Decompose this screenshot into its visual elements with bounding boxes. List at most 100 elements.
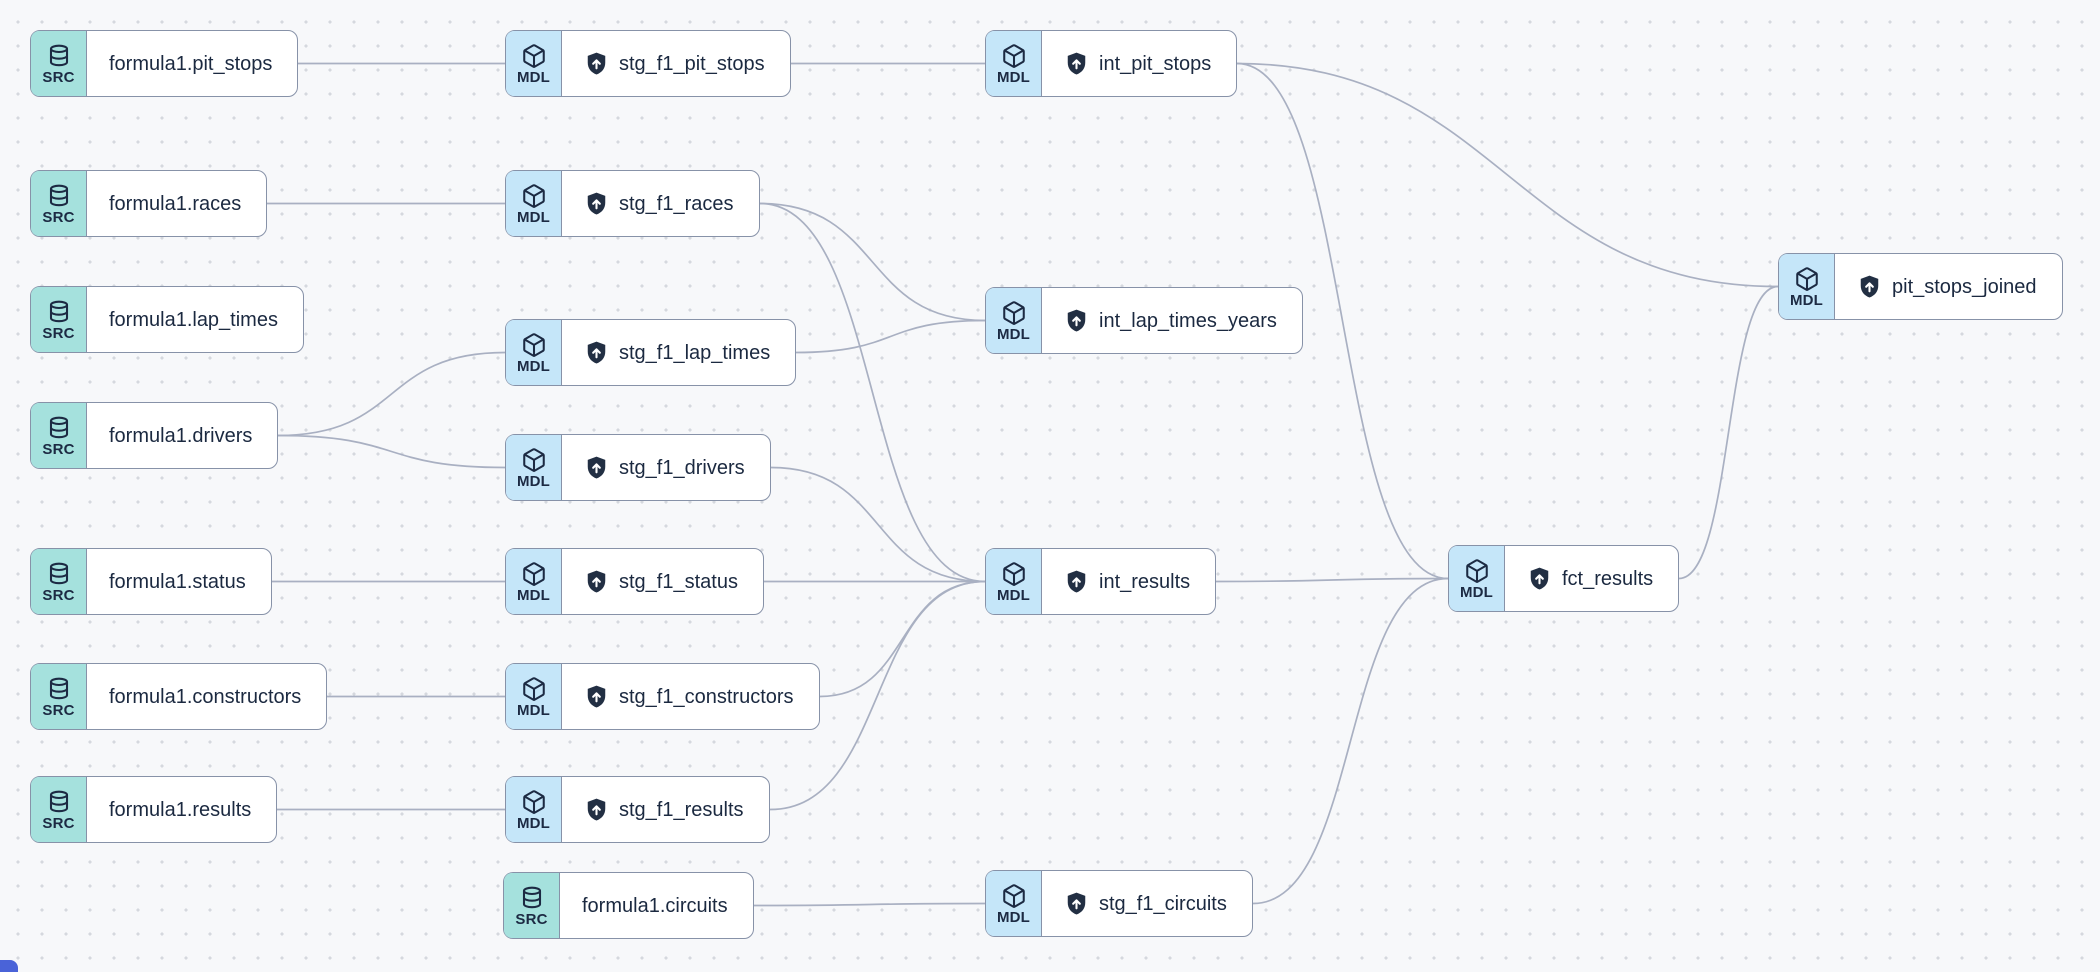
node-type-badge: MDL [1449, 546, 1505, 611]
node-body: int_pit_stops [1042, 31, 1236, 96]
shield-arrow-icon [1857, 274, 1882, 299]
node-label: formula1.drivers [109, 424, 253, 447]
edge-int_pit_stops-pit_stops_joined [1236, 62, 1779, 288]
node-label: formula1.constructors [109, 685, 302, 708]
node-int_lap_times_years[interactable]: MDL int_lap_times_years [985, 287, 1303, 354]
node-label: stg_f1_results [619, 798, 744, 821]
node-type-badge: SRC [31, 777, 87, 842]
node-stg_f1_status[interactable]: MDL stg_f1_status [505, 548, 764, 615]
node-stg_f1_lap_times[interactable]: MDL stg_f1_lap_times [505, 319, 797, 386]
node-stg_f1_circuits[interactable]: MDL stg_f1_circuits [985, 870, 1253, 937]
node-body: formula1.lap_times [87, 287, 303, 352]
database-icon [46, 676, 72, 702]
cube-icon [521, 676, 547, 702]
node-type-label: SRC [42, 440, 75, 458]
node-type-label: MDL [996, 325, 1031, 343]
database-icon [46, 415, 72, 441]
database-icon [46, 183, 72, 209]
node-src_circuits[interactable]: SRC formula1.circuits [503, 872, 754, 939]
edge-src_drivers-stg_f1_drivers [277, 434, 506, 469]
node-type-label: MDL [1789, 291, 1824, 309]
node-int_pit_stops[interactable]: MDL int_pit_stops [985, 30, 1238, 97]
node-src_constructors[interactable]: SRC formula1.constructors [30, 663, 328, 730]
cube-icon [1001, 300, 1027, 326]
node-type-label: MDL [516, 586, 551, 604]
node-body: formula1.circuits [560, 873, 753, 938]
node-body: stg_f1_circuits [1042, 871, 1252, 936]
edge-src_drivers-stg_f1_lap_times [277, 351, 506, 437]
node-body: int_lap_times_years [1042, 288, 1302, 353]
node-label: pit_stops_joined [1892, 275, 2037, 298]
node-src_drivers[interactable]: SRC formula1.drivers [30, 402, 279, 469]
node-type-label: MDL [996, 586, 1031, 604]
node-type-label: SRC [515, 910, 548, 928]
node-body: formula1.races [87, 171, 266, 236]
edge-stg_f1_lap_times-int_lap_times_years [795, 319, 986, 354]
shield-arrow-icon [584, 340, 609, 365]
node-stg_f1_pit_stops[interactable]: MDL stg_f1_pit_stops [505, 30, 791, 97]
node-type-label: MDL [516, 68, 551, 86]
node-body: pit_stops_joined [1835, 254, 2062, 319]
node-body: stg_f1_pit_stops [562, 31, 790, 96]
node-label: stg_f1_constructors [619, 685, 794, 708]
cube-icon [521, 332, 547, 358]
node-type-label: SRC [42, 586, 75, 604]
node-src_status[interactable]: SRC formula1.status [30, 548, 272, 615]
cube-icon [1464, 558, 1490, 584]
shield-arrow-icon [584, 684, 609, 709]
node-stg_f1_drivers[interactable]: MDL stg_f1_drivers [505, 434, 771, 501]
flow-controls-button[interactable] [0, 960, 18, 972]
edge-stg_f1_circuits-fct_results [1252, 577, 1449, 905]
node-body: formula1.status [87, 549, 271, 614]
edge-src_circuits-stg_f1_circuits [753, 902, 986, 907]
cube-icon [521, 789, 547, 815]
shield-arrow-icon [584, 455, 609, 480]
node-label: fct_results [1562, 567, 1654, 590]
node-type-badge: MDL [506, 435, 562, 500]
cube-icon [1001, 43, 1027, 69]
shield-arrow-icon [584, 191, 609, 216]
node-type-badge: SRC [31, 287, 87, 352]
node-label: stg_f1_pit_stops [619, 52, 765, 75]
node-label: formula1.status [109, 570, 246, 593]
node-type-label: SRC [42, 701, 75, 719]
node-label: stg_f1_status [619, 570, 738, 593]
node-int_results[interactable]: MDL int_results [985, 548, 1217, 615]
cube-icon [521, 183, 547, 209]
node-type-badge: MDL [1779, 254, 1835, 319]
node-body: stg_f1_status [562, 549, 763, 614]
edge-int_results-fct_results [1215, 577, 1449, 583]
node-src_lap_times[interactable]: SRC formula1.lap_times [30, 286, 304, 353]
node-type-badge: MDL [506, 777, 562, 842]
edge-stg_f1_results-int_results [769, 580, 986, 811]
node-pit_stops_joined[interactable]: MDL pit_stops_joined [1778, 253, 2063, 320]
node-stg_f1_results[interactable]: MDL stg_f1_results [505, 776, 770, 843]
cube-icon [521, 561, 547, 587]
node-src_races[interactable]: SRC formula1.races [30, 170, 268, 237]
node-fct_results[interactable]: MDL fct_results [1448, 545, 1680, 612]
node-body: stg_f1_constructors [562, 664, 819, 729]
database-icon [46, 43, 72, 69]
node-stg_f1_constructors[interactable]: MDL stg_f1_constructors [505, 663, 820, 730]
node-label: formula1.circuits [582, 894, 728, 917]
shield-arrow-icon [1064, 308, 1089, 333]
cube-icon [1001, 561, 1027, 587]
node-stg_f1_races[interactable]: MDL stg_f1_races [505, 170, 760, 237]
node-type-label: MDL [516, 208, 551, 226]
node-src_results[interactable]: SRC formula1.results [30, 776, 278, 843]
node-label: int_results [1099, 570, 1191, 593]
node-type-badge: MDL [506, 664, 562, 729]
node-src_pit_stops[interactable]: SRC formula1.pit_stops [30, 30, 299, 97]
cube-icon [1001, 883, 1027, 909]
node-type-badge: SRC [504, 873, 560, 938]
node-type-badge: MDL [986, 871, 1042, 936]
shield-arrow-icon [1064, 51, 1089, 76]
node-type-label: SRC [42, 324, 75, 342]
node-type-label: MDL [516, 814, 551, 832]
database-icon [46, 789, 72, 815]
node-label: int_pit_stops [1099, 52, 1212, 75]
node-label: stg_f1_races [619, 192, 734, 215]
